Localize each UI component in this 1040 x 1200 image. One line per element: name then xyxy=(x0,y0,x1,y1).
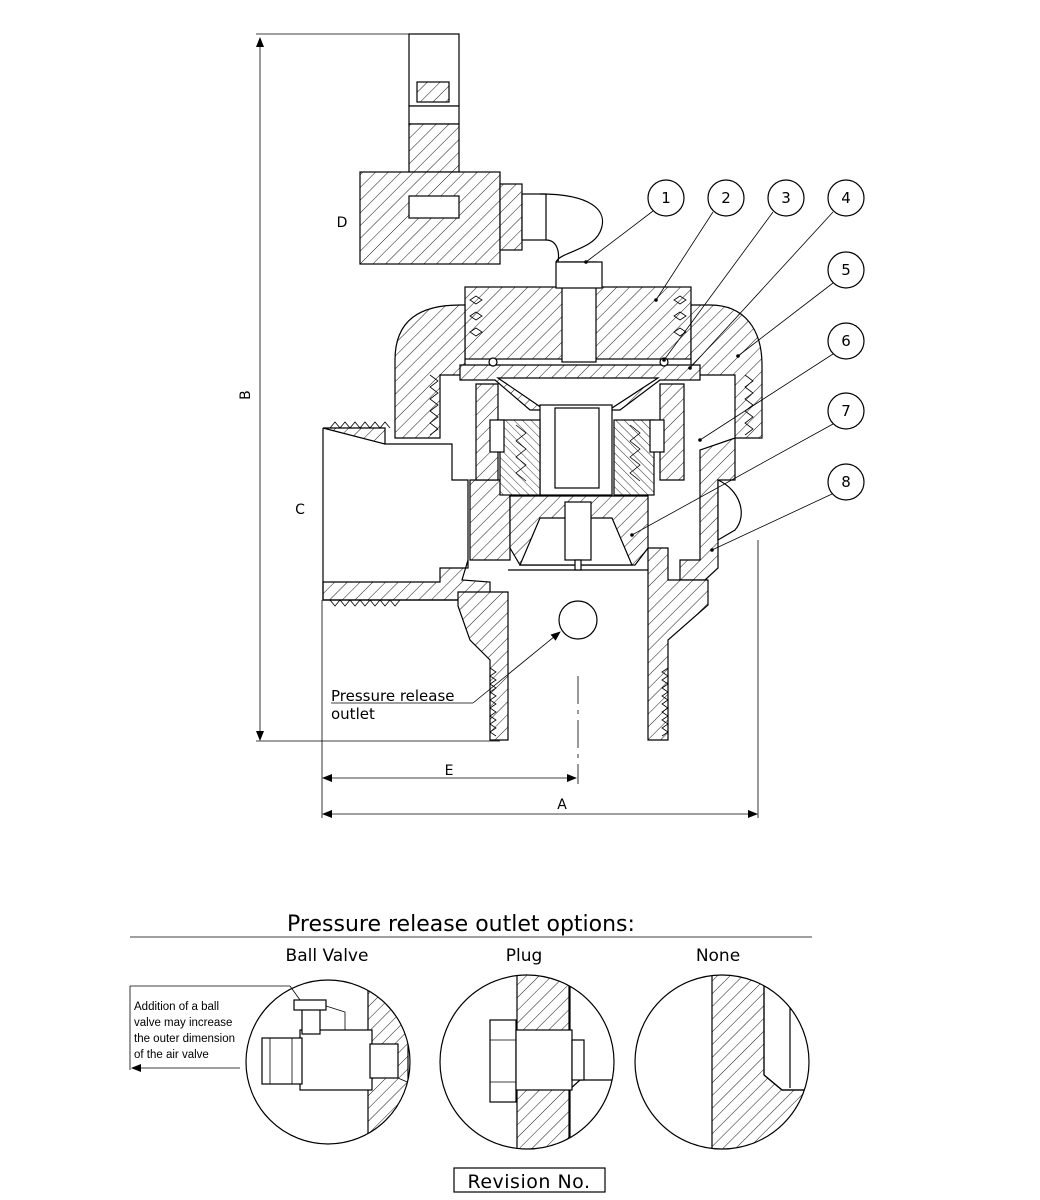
options-heading: Pressure release outlet options: xyxy=(287,912,635,937)
float-mechanism xyxy=(459,357,701,571)
callout-5: 5 xyxy=(841,261,851,279)
option-detail-none xyxy=(634,974,810,1150)
callout-4: 4 xyxy=(841,189,851,207)
note-line-1: Addition of a ball xyxy=(134,1001,219,1013)
option-title-ball-valve: Ball Valve xyxy=(286,946,369,966)
valve-body xyxy=(322,304,763,741)
option-title-none: None xyxy=(696,946,740,966)
pressure-release-hole xyxy=(558,600,598,640)
callout-6: 6 xyxy=(841,332,851,350)
callout-3: 3 xyxy=(781,189,791,207)
callout-8: 8 xyxy=(841,473,851,491)
dimension-label-e: E xyxy=(445,763,454,779)
note-line-3: the outer dimension xyxy=(134,1033,235,1045)
option-title-plug: Plug xyxy=(506,946,543,966)
callout-7: 7 xyxy=(841,402,851,420)
valve-cap xyxy=(464,261,692,363)
dimension-lines xyxy=(256,33,759,818)
revision-label: Revision No. xyxy=(468,1171,591,1193)
ball-valve-note-bracket xyxy=(129,985,301,1072)
dimension-label-d: D xyxy=(337,215,348,231)
callout-1: 1 xyxy=(661,189,671,207)
dimension-label-c: C xyxy=(295,502,305,518)
note-line-2: valve may increase xyxy=(134,1017,232,1029)
option-detail-plug xyxy=(439,974,615,1150)
dimension-label-b: B xyxy=(238,390,254,400)
pressure-release-label-line1: Pressure release xyxy=(331,687,455,705)
solenoid-fitting xyxy=(359,33,603,265)
pressure-release-label-line2: outlet xyxy=(331,705,375,723)
dimension-label-a: A xyxy=(557,797,567,813)
revision-box xyxy=(453,1167,606,1193)
callout-2: 2 xyxy=(721,189,731,207)
callout-bubbles xyxy=(584,179,865,552)
option-detail-ball-valve xyxy=(245,979,411,1145)
note-line-4: of the air valve xyxy=(134,1049,209,1061)
